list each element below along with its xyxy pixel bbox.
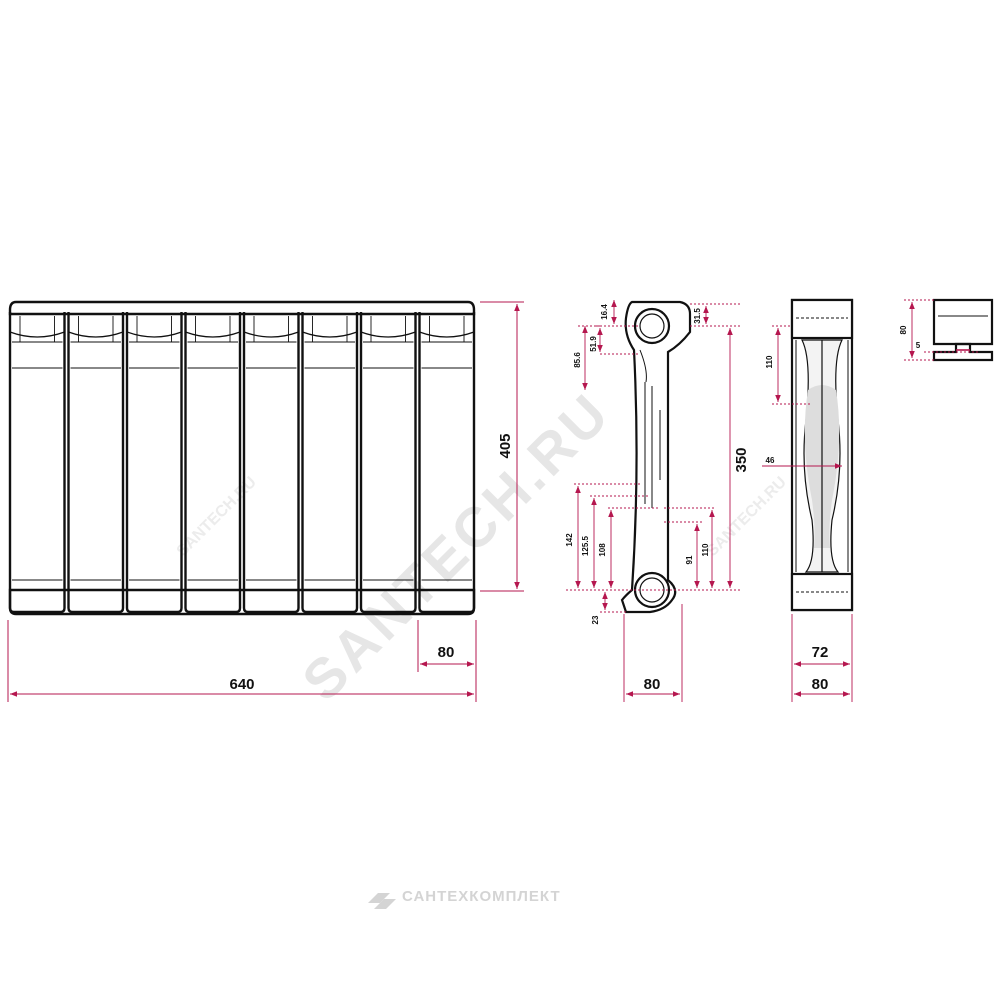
dim-label-total-width: 640: [229, 676, 254, 693]
dim-label-section-inner: 72: [812, 644, 829, 661]
brand-name: САНТЕХКОМПЛЕКТ: [402, 888, 561, 905]
section-top-curve: [68, 331, 124, 338]
front-top-manifold: [8, 300, 476, 316]
top-view-outline: [932, 298, 994, 346]
dim-label-142: 142: [565, 533, 574, 547]
dim-label-85-6: 85.6: [573, 352, 582, 368]
dim-label-51-9: 51.9: [589, 336, 598, 352]
dim-label-side-height: 350: [733, 447, 750, 472]
section-view-dimensions: [762, 325, 853, 702]
top-view-dimensions: [904, 299, 980, 361]
radiator-section: [242, 312, 300, 614]
section-view: [790, 298, 854, 612]
radiator-section: [418, 312, 476, 614]
dim-label-top-gap: 5: [916, 341, 921, 350]
radiator-section: [125, 312, 183, 614]
dim-label-top-height: 80: [899, 325, 908, 334]
radiator-section: [67, 312, 125, 614]
radiator-section: [301, 312, 359, 614]
radiator-section: [359, 312, 417, 614]
dim-label-side-width: 80: [644, 676, 661, 693]
section-top-curve: [185, 331, 241, 338]
top-port: [633, 307, 671, 345]
radiator-section: [8, 312, 66, 614]
watermark-layer: SANTECH.RU SANTECH.RU SANTECH.RU САНТЕХК…: [174, 380, 790, 909]
dim-label-125-5: 125.5: [581, 535, 590, 556]
dim-label-section-outer: 80: [812, 676, 829, 693]
section-top-curve: [360, 331, 416, 338]
top-view: [932, 298, 994, 362]
dim-label-section-height: 110: [765, 355, 774, 368]
front-view: [8, 300, 476, 616]
top-view-connector: [932, 342, 994, 362]
dim-label-16-4: 16.4: [600, 304, 609, 320]
dim-label-total-height: 405: [497, 433, 514, 458]
dim-label-108: 108: [598, 543, 607, 557]
front-view-dimensions: [7, 301, 524, 702]
section-view-labels: 110 46 72 80: [765, 355, 828, 693]
section-top-curve: [302, 331, 358, 338]
dim-label-91: 91: [685, 555, 694, 564]
brand-logo-icon: [368, 893, 396, 909]
dim-label-110: 110: [701, 543, 710, 556]
top-port-inner: [639, 313, 665, 339]
dim-label-23: 23: [591, 615, 600, 624]
section-top-curve: [419, 331, 475, 338]
brand-watermark: САНТЕХКОМПЛЕКТ: [368, 888, 561, 909]
side-view-labels: 16.4 51.9 85.6 31.5 350 142 125.5 108 91…: [565, 304, 750, 693]
dim-label-section-width: 80: [438, 644, 455, 661]
radiator-section: [184, 312, 242, 614]
section-top-curve: [243, 331, 299, 338]
section-top-cap: [790, 298, 854, 340]
side-profile-outline: [620, 300, 692, 614]
side-view: [620, 300, 692, 614]
dim-label-section-thickness: 46: [766, 456, 775, 465]
top-view-labels: 80 5: [899, 325, 921, 350]
side-view-dimensions: [566, 300, 742, 702]
watermark-small-right: SANTECH.RU: [704, 474, 790, 560]
section-top-curve: [126, 331, 182, 338]
side-channel-line: [639, 349, 647, 383]
section-top-curve: [9, 331, 65, 338]
dim-label-31-5: 31.5: [693, 308, 702, 324]
